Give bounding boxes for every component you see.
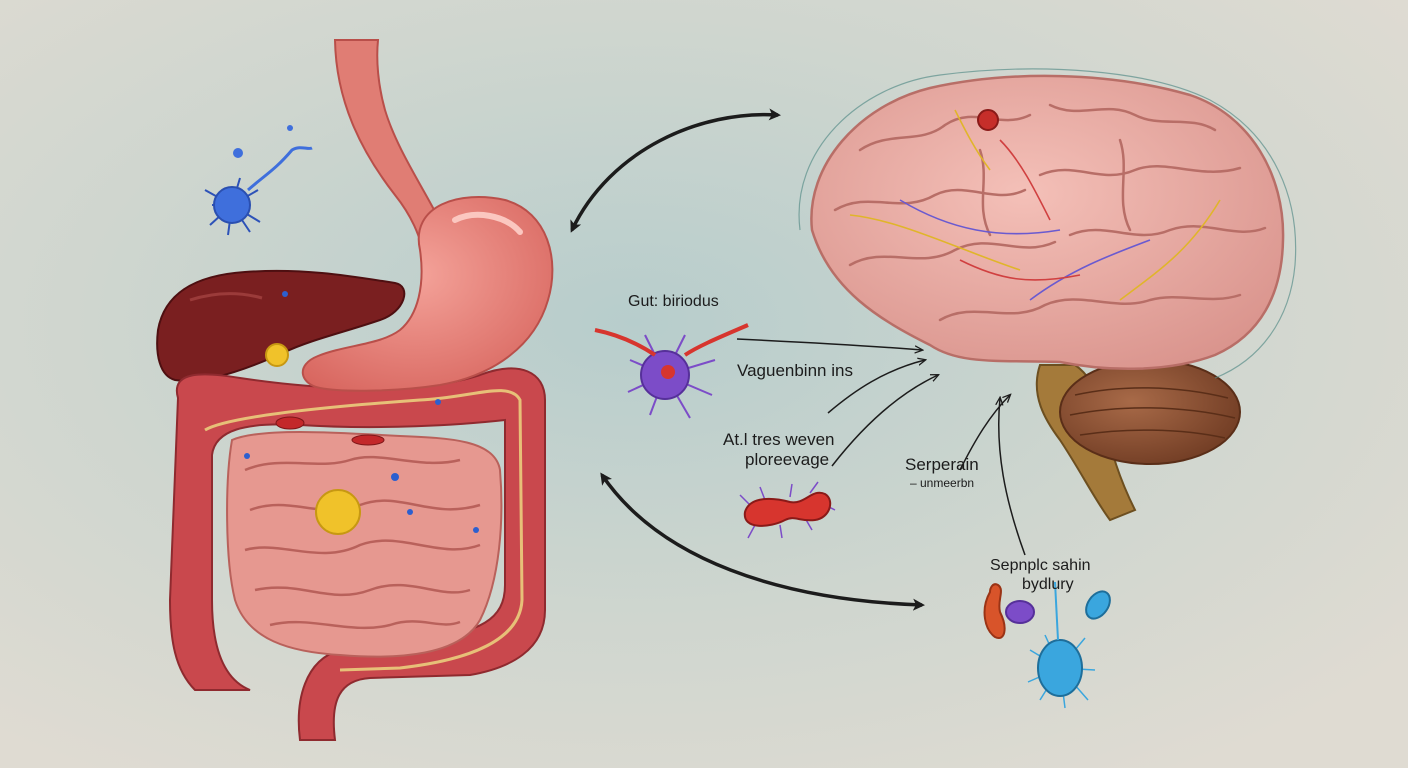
serotonin-label-line1: Serperain: [905, 455, 979, 474]
serotonin-label-line2: – unmeerbn: [910, 476, 975, 490]
yellow-microbe-small: [265, 343, 289, 367]
cyan-microbe-small: [1085, 590, 1111, 620]
bacteria-icon: [275, 416, 385, 446]
bottom-right-microbes: [983, 581, 1111, 709]
metabolites-label-line2: bydlury: [1022, 576, 1074, 593]
signal-arrow-1: [827, 360, 925, 414]
brain-icon: [798, 68, 1297, 522]
gut-microbe-icon: [204, 125, 479, 535]
cerebrum: [810, 74, 1285, 371]
metabolite-arrow: [999, 398, 1026, 556]
cyan-bacterium-icon: [1027, 581, 1096, 709]
stomach-icon: [301, 196, 554, 392]
connection-arrows: [570, 108, 1026, 611]
signals-label-line2: ploreevage: [745, 450, 830, 469]
brain-gyri: [833, 103, 1267, 322]
purple-microbe-icon: [594, 323, 749, 419]
metabolites-label-line1: Sepnplc sahin: [990, 557, 1091, 574]
orange-microbe: [983, 583, 1006, 639]
liver-highlight: [189, 292, 263, 302]
microbe-dots: [244, 291, 479, 533]
purple-microbe-small: [1005, 600, 1035, 624]
top-bidirectional-arrow: [570, 108, 781, 233]
stomach-highlight: [452, 211, 523, 235]
digestive-system: [156, 39, 554, 741]
gut-bacteria-label: Gut: biriodus: [628, 293, 719, 310]
vagus-label: Vaguenbinn ins: [737, 361, 853, 380]
intestine-folds: [244, 455, 481, 630]
yellow-microbe-large: [315, 489, 361, 535]
cerebellum-folds: [1069, 387, 1236, 439]
blue-microbe: [204, 125, 313, 236]
serotonin-arrow: [959, 395, 1010, 471]
signal-arrow-2: [831, 375, 938, 467]
brain-spot: [977, 109, 999, 131]
red-bacterium-icon: [739, 481, 836, 539]
bottom-bidirectional-arrow: [600, 472, 925, 611]
brain-halo: [798, 68, 1297, 379]
signals-label-line1: At.l tres weven: [723, 430, 835, 449]
neural-pathways: [849, 109, 1221, 301]
nerve-path: [204, 389, 524, 672]
vagus-arrow: [736, 338, 922, 350]
